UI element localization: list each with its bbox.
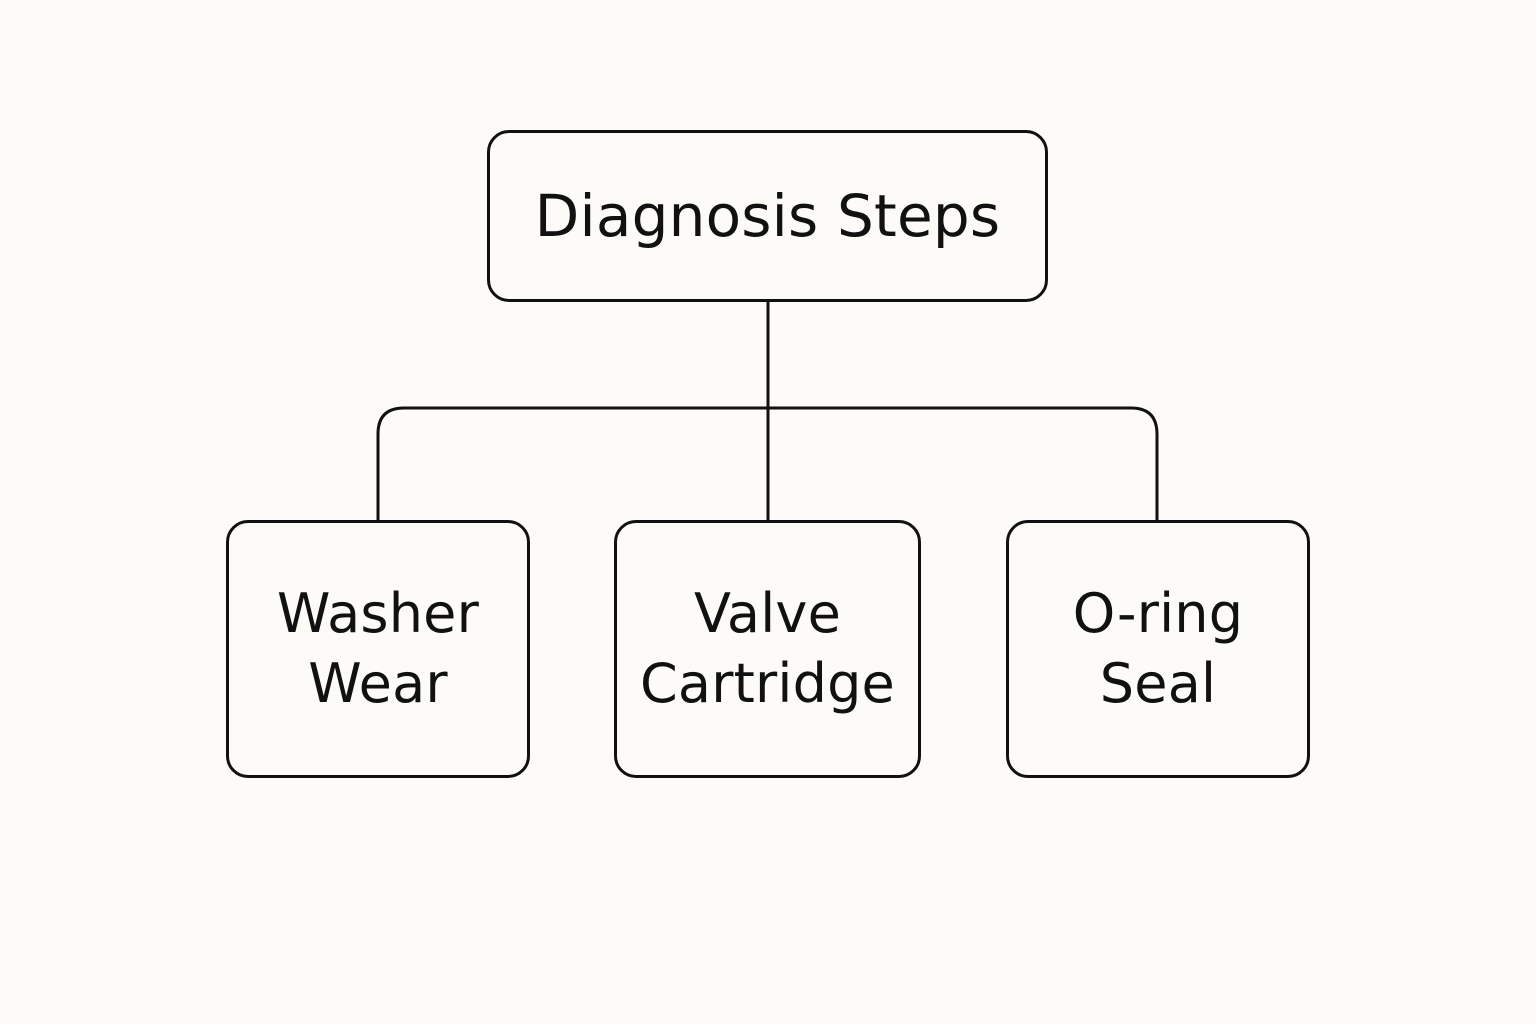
child-node-washer-wear: Washer Wear	[226, 520, 530, 778]
child-node-label-line1: O-ring	[1072, 582, 1244, 645]
connector-left-branch	[376, 406, 768, 520]
root-node-label: Diagnosis Steps	[534, 182, 1001, 250]
child-node-label-line2: Seal	[1099, 652, 1217, 715]
child-node-valve-cartridge: Valve Cartridge	[614, 520, 921, 778]
child-node-o-ring-seal: O-ring Seal	[1006, 520, 1310, 778]
root-node-diagnosis-steps: Diagnosis Steps	[487, 130, 1048, 302]
child-node-label-line1: Valve	[693, 582, 842, 645]
child-node-label-line2: Cartridge	[640, 652, 895, 715]
child-node-label-line1: Washer	[276, 582, 479, 645]
connector-right-branch	[768, 406, 1159, 520]
child-node-label-line2: Wear	[308, 652, 448, 715]
